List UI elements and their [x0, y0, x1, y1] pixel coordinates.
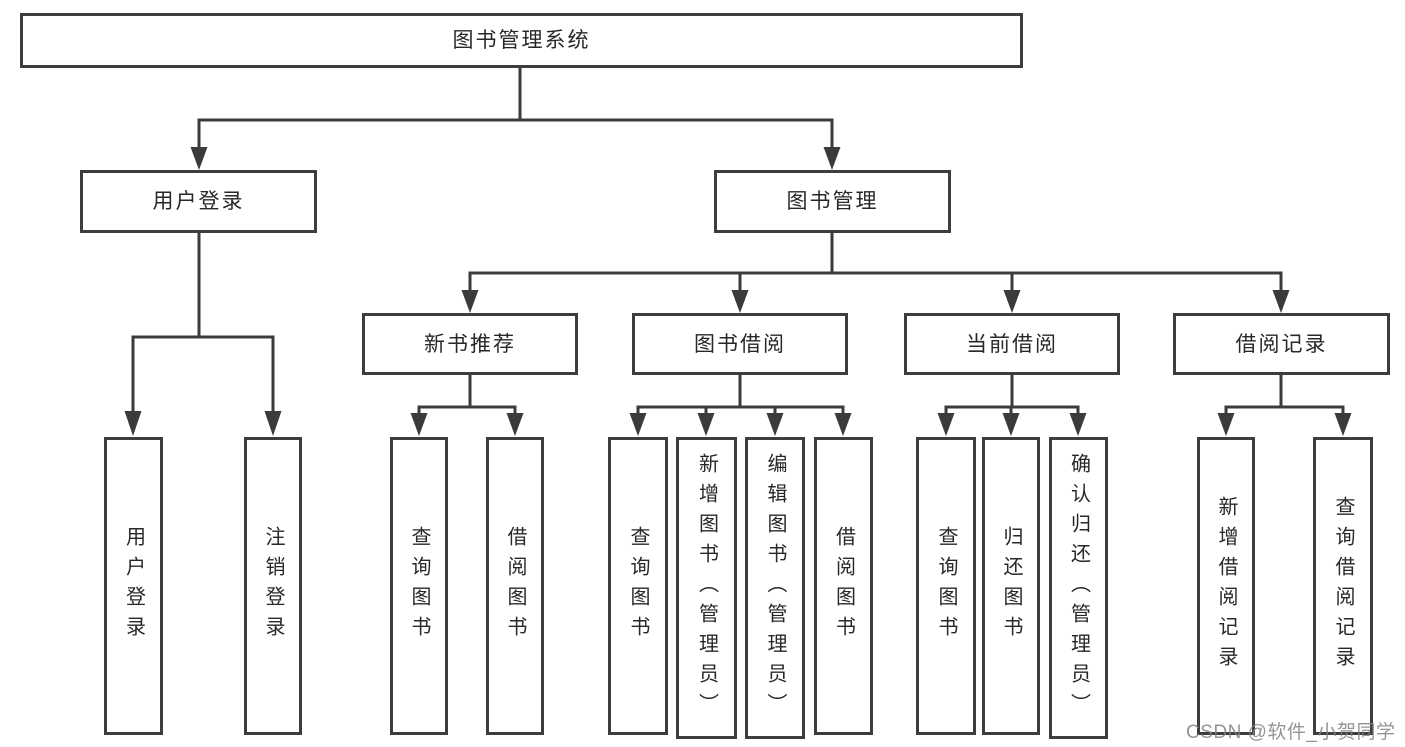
node-book-management: 图书管理 [714, 170, 951, 233]
node-borrow-records-label: 借阅记录 [1235, 332, 1328, 356]
node-new-book-recommend-label: 新书推荐 [424, 332, 516, 356]
node-root: 图书管理系统 [20, 13, 1023, 68]
leaf-query-borrow-record: 查询借阅记录 [1313, 437, 1373, 735]
connector-root-to-level2 [190, 66, 841, 170]
leaf-borrow-books-1: 借阅图书 [486, 437, 544, 735]
leaf-user-login-label: 用户登录 [122, 526, 145, 646]
node-borrow-records: 借阅记录 [1173, 313, 1390, 375]
leaf-query-books-2: 查询图书 [608, 437, 668, 735]
connector-current-to-leaves [937, 373, 1087, 436]
node-book-borrow-label: 图书借阅 [694, 332, 786, 356]
node-book-management-label: 图书管理 [786, 190, 879, 213]
node-new-book-recommend: 新书推荐 [362, 313, 578, 375]
leaf-add-borrow-record-label: 新增借阅记录 [1215, 496, 1237, 676]
node-current-borrow-label: 当前借阅 [966, 332, 1058, 356]
connector-records-to-leaves [1217, 373, 1352, 436]
node-book-borrow: 图书借阅 [632, 313, 848, 375]
leaf-borrow-books-2-label: 借阅图书 [832, 526, 855, 646]
leaf-borrow-books-2: 借阅图书 [814, 437, 873, 735]
leaf-add-books-admin: 新增图书（管理员） [676, 437, 737, 739]
leaf-return-books-label: 归还图书 [1000, 526, 1022, 646]
leaf-borrow-books-1-label: 借阅图书 [504, 526, 526, 646]
leaf-logout-label: 注销登录 [262, 526, 284, 646]
leaf-logout: 注销登录 [244, 437, 302, 735]
node-current-borrow: 当前借阅 [904, 313, 1120, 375]
leaf-confirm-return-admin-label: 确认归还（管理员） [1067, 453, 1090, 723]
leaf-query-books-3: 查询图书 [916, 437, 976, 735]
leaf-return-books: 归还图书 [982, 437, 1040, 735]
leaf-add-borrow-record: 新增借阅记录 [1197, 437, 1255, 735]
connector-bookmgmt-to-level3 [461, 231, 1290, 313]
leaf-query-books-1: 查询图书 [390, 437, 448, 735]
node-root-label: 图书管理系统 [452, 29, 591, 52]
leaf-edit-books-admin: 编辑图书（管理员） [745, 437, 805, 739]
leaf-add-books-admin-label: 新增图书（管理员） [695, 453, 718, 723]
leaf-query-borrow-record-label: 查询借阅记录 [1332, 496, 1354, 676]
leaf-query-books-3-label: 查询图书 [935, 526, 957, 646]
leaf-edit-books-admin-label: 编辑图书（管理员） [764, 453, 786, 723]
node-user-login-label: 用户登录 [152, 190, 245, 213]
connector-newbooks-to-leaves [410, 373, 524, 436]
node-user-login: 用户登录 [80, 170, 317, 233]
leaf-confirm-return-admin: 确认归还（管理员） [1049, 437, 1108, 739]
leaf-query-books-2-label: 查询图书 [627, 526, 649, 646]
leaf-query-books-1-label: 查询图书 [408, 526, 430, 646]
csdn-watermark: CSDN @软件_小贺同学 [1186, 722, 1396, 743]
connector-userlogin-to-leaves [124, 231, 282, 436]
leaf-user-login: 用户登录 [104, 437, 163, 735]
connector-borrow-to-leaves [629, 373, 852, 436]
